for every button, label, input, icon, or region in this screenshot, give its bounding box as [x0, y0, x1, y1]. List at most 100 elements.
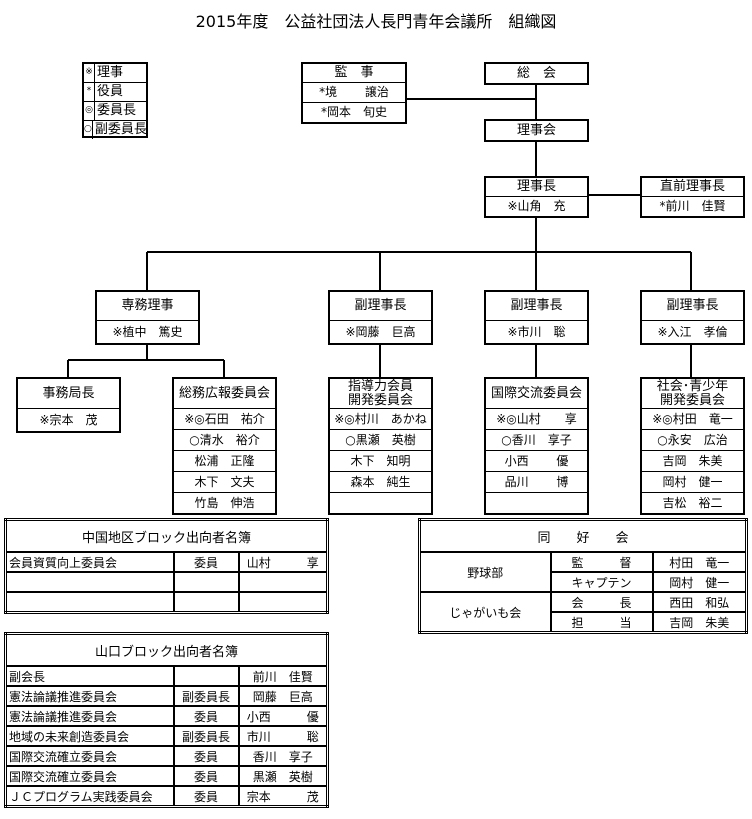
yamaguchi-block-table: 山口ブロック出向者名簿副会長前川 佳賢憲法論議推進委員会副委員長岡藤 巨高憲法論… [4, 632, 329, 808]
table-row: 憲法論議推進委員会副委員長岡藤 巨高 [4, 685, 329, 707]
member-name: ※市川 聡 [486, 320, 587, 343]
table-title: 中国地区ブロック出向者名簿 [4, 518, 329, 553]
table-row: 国際交流確立委員会委員香川 享子 [4, 745, 329, 767]
table-row: 地域の未来創造委員会副委員長市川 聡 [4, 725, 329, 747]
name-cell: 村田 竜一 [651, 551, 748, 573]
committee-cell: 副会長 [4, 665, 175, 687]
org-box-title: 総務広報委員会 [178, 385, 270, 401]
table-row: キャプテン岡村 健一 [420, 571, 748, 593]
member-name: 岡村 健一 [642, 471, 743, 492]
org-box-fuku2: 副理事長※市川 聡 [484, 290, 589, 345]
legend-item: *役員 [84, 82, 146, 101]
name-cell: 岡村 健一 [651, 571, 748, 593]
org-box-title: 専務理事 [121, 298, 174, 314]
table-row [4, 591, 329, 614]
table-header-row: 山口ブロック出向者名簿 [4, 632, 329, 667]
member-name: 竹島 伸浩 [174, 492, 275, 513]
org-box-zen-rijicho: 直前理事長*前川 佳賢 [640, 176, 745, 218]
member-name: ○香川 享子 [486, 429, 587, 450]
org-box-soukai: 総 会 [484, 62, 589, 85]
org-box-title: 理事長 [516, 179, 556, 195]
member-name: ○永安 広治 [642, 429, 743, 450]
committee-cell: ＪＣプログラム実践委員会 [4, 785, 175, 808]
table-row: 会員資質向上委員会委員山村 享 [4, 551, 329, 573]
org-box-fuku3: 副理事長※入江 孝倫 [640, 290, 745, 345]
member-name: ○清水 裕介 [174, 429, 275, 450]
committee-cell: 憲法論議推進委員会 [4, 685, 175, 707]
org-box-title: 総 会 [516, 65, 556, 81]
member-name: *前川 佳賢 [642, 196, 743, 216]
org-box-title: 国際交流委員会 [490, 385, 582, 401]
member-name: ○黒瀬 英樹 [330, 429, 431, 450]
member-name: 品川 博 [486, 471, 587, 492]
member-name: ※◎村田 竜一 [642, 408, 743, 429]
org-box-title: 副理事長 [354, 298, 407, 314]
role-cell: 監 督 [549, 551, 654, 573]
org-box-kanji: 監 事*境 譲治*岡本 旬史 [301, 62, 407, 124]
member-name: 森本 純生 [330, 471, 431, 492]
role-cell: 委員 [172, 785, 240, 808]
legend-item: ○副委員長 [84, 120, 147, 139]
legend-mark: ※ [84, 64, 95, 82]
table-title: 山口ブロック出向者名簿 [4, 632, 329, 667]
chugoku-block-table: 中国地区ブロック出向者名簿会員資質向上委員会委員山村 享 [4, 518, 329, 614]
legend-mark: ◎ [84, 102, 95, 120]
name-cell: 前川 佳賢 [237, 665, 329, 687]
role-cell: 委員 [172, 705, 240, 727]
committee-cell: 会員資質向上委員会 [4, 551, 175, 573]
legend-box: ※理事*役員◎委員長○副委員長 [82, 62, 148, 139]
legend-label: 委員長 [97, 103, 137, 119]
org-box-shakai: 社会･青少年 開発委員会※◎村田 竜一○永安 広治吉岡 朱美岡村 健一吉松 裕二 [640, 377, 745, 515]
member-name: *岡本 旬史 [303, 102, 405, 122]
legend-label: 役員 [97, 84, 124, 100]
name-cell: 山村 享 [237, 551, 329, 573]
table-row: 副会長 前川 佳賢 [4, 665, 329, 687]
doukoukai-table: 同 好 会野球部監 督村田 竜一キャプテン岡村 健一じゃがいも会会 長西田 和弘… [418, 518, 748, 634]
member-name: ※◎山村 享 [486, 408, 587, 429]
member-name: ※植中 篤史 [97, 320, 198, 343]
club-name-cell: 野球部 [418, 551, 552, 593]
name-cell: 黒瀬 英樹 [237, 765, 329, 787]
table-row: 担 当吉岡 朱美 [420, 611, 748, 634]
name-cell: 小西 優 [237, 705, 329, 727]
committee-cell: 地域の未来創造委員会 [4, 725, 175, 747]
role-cell [172, 665, 240, 687]
role-cell: 副委員長 [172, 725, 240, 747]
member-name: 木下 知明 [330, 450, 431, 471]
name-cell: 岡藤 巨高 [237, 685, 329, 707]
table-title: 同 好 会 [418, 518, 748, 553]
name-cell [237, 571, 329, 593]
org-box-title: 理事会 [516, 122, 556, 138]
committee-cell: 国際交流確立委員会 [4, 765, 175, 787]
org-box-kokusai: 国際交流委員会 ※◎山村 享○香川 享子小西 優品川 博 [484, 377, 589, 515]
role-cell: 委員 [172, 745, 240, 767]
role-cell: 委員 [172, 765, 240, 787]
table-row [4, 571, 329, 593]
org-box-title: 事務局長 [42, 385, 95, 401]
committee-cell: 国際交流確立委員会 [4, 745, 175, 767]
org-box-senmu: 専務理事 ※植中 篤史 [95, 290, 200, 345]
org-box-soumu: 総務広報委員会※◎石田 祐介○清水 裕介松浦 正隆木下 文夫竹島 伸浩 [172, 377, 277, 515]
name-cell: 宗本 茂 [237, 785, 329, 808]
member-name [330, 492, 431, 513]
org-box-title: 社会･青少年 開発委員会 [656, 378, 729, 408]
name-cell: 吉岡 朱美 [651, 611, 748, 634]
name-cell: 市川 聡 [237, 725, 329, 747]
org-box-title: 直前理事長 [659, 179, 725, 195]
org-box-title: 監 事 [334, 65, 374, 81]
member-name [486, 492, 587, 513]
role-cell: 委員 [172, 551, 240, 573]
member-name: ※◎石田 祐介 [174, 408, 275, 429]
member-name: 小西 優 [486, 450, 587, 471]
table-row: 野球部監 督村田 竜一 [418, 551, 748, 593]
org-box-fuku1: 副理事長 ※岡藤 巨高 [328, 290, 433, 345]
member-name: ※入江 孝倫 [642, 320, 743, 343]
org-box-jimukyoku: 事務局長※宗本 茂 [16, 377, 121, 433]
role-cell: 会 長 [549, 591, 654, 613]
member-name: 木下 文夫 [174, 471, 275, 492]
role-cell [172, 591, 240, 614]
legend-item: ※理事 [84, 64, 146, 82]
org-box-rijicho: 理事長※山角 充 [484, 176, 589, 218]
member-name: ※岡藤 巨高 [330, 320, 431, 343]
name-cell: 西田 和弘 [651, 591, 748, 613]
